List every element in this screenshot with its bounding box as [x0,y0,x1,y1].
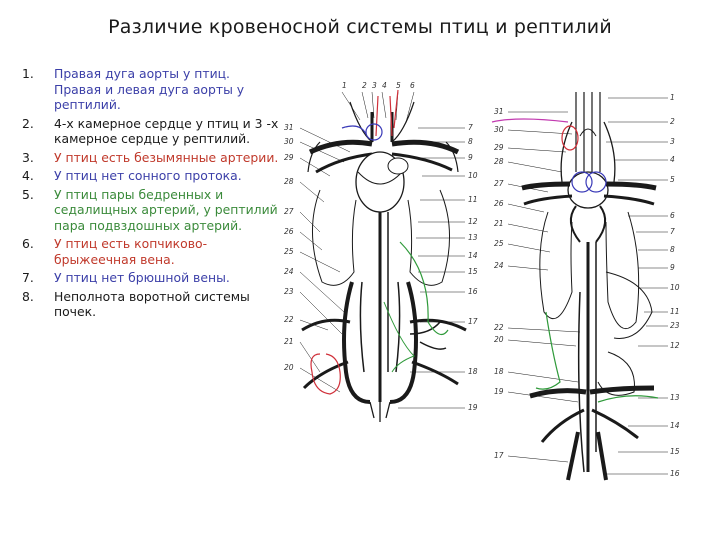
differences-list: 1. Правая дуга аорты у птиц. Правая и лев… [22,66,280,323]
item-text: У птиц нет брюшной вены. [54,270,230,285]
bird-labels: 1 2 3 4 5 6 7 8 9 10 11 12 13 14 15 16 1… [284,81,478,412]
diagram-label: 16 [670,469,680,478]
list-item: 2. 4-х камерное сердце у птиц и 3 -х каме… [22,116,280,147]
diagram-label: 23 [670,321,680,330]
slide-title: Различие кровеносной системы птиц и репт… [108,16,612,38]
diagram-label: 14 [670,421,680,430]
reptile-annotations [491,118,659,403]
diagram-label: 27 [284,207,294,216]
list-item: 7. У птиц нет брюшной вены. [22,270,280,286]
item-text: Неполнота воротной системы почек. [54,288,250,320]
list-item: 5. У птиц пары бедренных и седалищных арт… [22,187,280,234]
diagram-label: 9 [670,263,675,272]
item-number: 1. [22,66,34,81]
diagram-label: 5 [670,175,675,184]
diagram-label: 3 [372,81,377,90]
diagram-label: 8 [670,245,675,254]
diagram-label: 6 [410,81,415,90]
diagram-label: 4 [670,155,675,164]
item-text: Правая дуга аорты у птиц. Правая и левая… [54,66,245,112]
diagram-label: 31 [494,107,504,116]
diagram-label: 25 [494,239,504,248]
reptile-labels: 1 2 3 4 5 6 7 8 9 10 11 23 12 13 14 15 1… [494,93,680,478]
diagram-label: 2 [362,81,367,90]
item-number: 6. [22,236,34,251]
diagram-label: 29 [284,153,294,162]
diagram-label: 20 [494,335,504,344]
diagram-label: 21 [494,219,504,228]
diagram-label: 24 [494,261,504,270]
diagram-label: 13 [670,393,680,402]
diagram-label: 25 [284,247,294,256]
diagram-label: 12 [468,217,478,226]
diagram-label: 21 [284,337,294,346]
diagram-label: 19 [468,403,478,412]
diagram-label: 11 [670,307,680,316]
diagram-label: 14 [468,251,478,260]
diagram-label: 6 [670,211,675,220]
diagram-label: 23 [284,287,294,296]
diagram-label: 28 [494,157,504,166]
list-item: 3. У птиц есть безымянные артерии. [22,150,280,166]
diagram-label: 1 [342,81,347,90]
diagram-label: 5 [396,81,401,90]
diagram-label: 28 [284,177,294,186]
diagram-label: 3 [670,137,675,146]
diagram-label: 15 [670,447,680,456]
diagram-label: 26 [284,227,294,236]
diagram-label: 18 [468,367,478,376]
item-number: 3. [22,149,34,165]
reptile-circulation-diagram: 1 2 3 4 5 6 7 8 9 10 11 23 12 13 14 15 1… [491,92,680,481]
diagram-label: 31 [284,123,294,132]
diagram-label: 10 [670,283,680,292]
item-text: У птиц нет сонного протока. [54,168,242,183]
diagram-label: 22 [494,323,504,332]
diagram-label: 11 [468,195,478,204]
list-item: 1. Правая дуга аорты у птиц. Правая и лев… [22,66,280,113]
bird-circulation-diagram: 1 2 3 4 5 6 7 8 9 10 11 12 13 14 15 16 1… [284,81,478,422]
diagram-label: 13 [468,233,478,242]
item-number: 8. [22,288,34,304]
item-number: 5. [22,186,34,202]
diagram-label: 17 [468,317,478,326]
diagram-label: 4 [382,81,387,90]
item-number: 4. [22,168,34,183]
diagram-label: 24 [284,267,294,276]
list-item: 6. У птиц есть копчиково-брыжеечная вена. [22,236,280,267]
item-text: У птиц есть копчиково-брыжеечная вена. [54,236,208,267]
item-text: 4-х камерное сердце у птиц и 3 -х камерн… [54,115,279,147]
diagram-label: 17 [494,451,504,460]
item-text: У птиц пары бедренных и седалищных артер… [54,186,278,233]
reptile-vessels [507,92,668,481]
diagram-label: 26 [494,199,504,208]
bird-vessels [299,91,467,422]
diagram-label: 20 [284,363,294,372]
diagram-label: 22 [284,315,294,324]
diagram-label: 9 [468,153,473,162]
list-item: 4. У птиц нет сонного протока. [22,168,280,184]
diagram-label: 30 [284,137,294,146]
diagram-label: 7 [670,227,675,236]
diagram-label: 18 [494,367,504,376]
diagram-label: 2 [670,117,675,126]
diagram-label: 10 [468,171,478,180]
diagram-label: 8 [468,137,473,146]
diagram-label: 19 [494,387,504,396]
diagram-label: 15 [468,267,478,276]
diagram-label: 7 [468,123,473,132]
diagram-label: 1 [670,93,675,102]
diagram-label: 12 [670,341,680,350]
diagram-label: 30 [494,125,504,134]
item-number: 7. [22,270,34,285]
list-item: 8. Неполнота воротной системы почек. [22,289,280,320]
diagram-label: 16 [468,287,478,296]
diagram-label: 27 [494,179,504,188]
item-number: 2. [22,115,34,131]
item-text: У птиц есть безымянные артерии. [54,149,279,165]
bird-annotations [310,89,449,395]
diagram-label: 29 [494,143,504,152]
